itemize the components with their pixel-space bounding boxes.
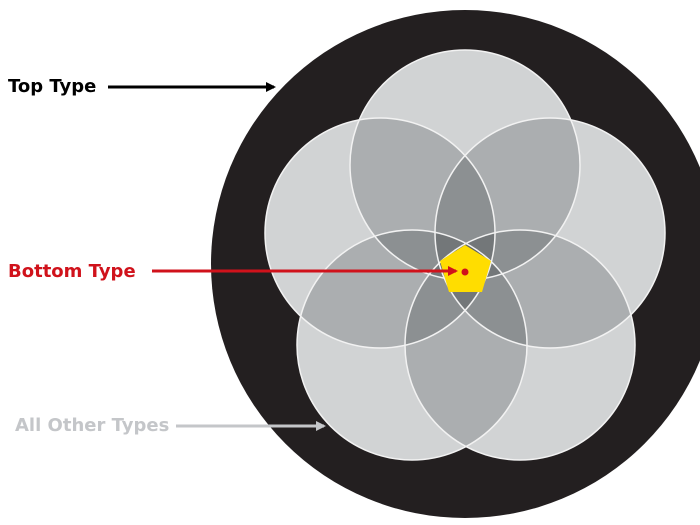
bottom-type-label: Bottom Type	[8, 261, 136, 282]
all-other-types-label: All Other Types	[15, 415, 169, 436]
core-dot	[461, 268, 469, 276]
petal-group	[265, 50, 665, 460]
top-type-label: Top Type	[8, 76, 96, 97]
core-pentagon	[440, 245, 491, 292]
